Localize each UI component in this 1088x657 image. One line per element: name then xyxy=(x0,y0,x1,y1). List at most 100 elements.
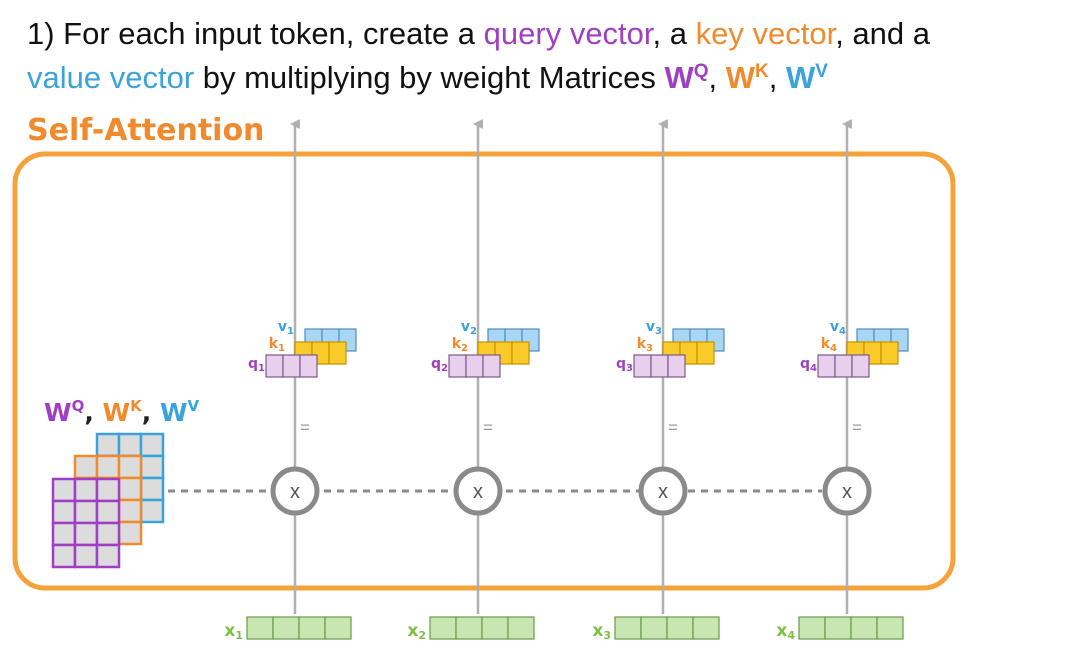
query-label-4: q4 xyxy=(800,356,817,374)
input-cell xyxy=(481,616,509,640)
input-cell xyxy=(324,616,352,640)
value-label-4: v4 xyxy=(830,319,846,337)
query-vector-3 xyxy=(633,354,686,378)
self-attention-frame xyxy=(12,151,956,591)
equals-sign: = xyxy=(483,418,493,437)
multiply-symbol: x xyxy=(473,481,483,503)
matrix-cell xyxy=(95,477,121,503)
heading-wk-sup: K xyxy=(755,61,769,82)
multiply-symbol: x xyxy=(658,481,668,503)
heading-comma2: , xyxy=(769,60,786,95)
matrix-cell xyxy=(117,520,143,546)
input-cell xyxy=(429,616,457,640)
wq-matrix xyxy=(51,477,121,569)
input-vector-2 xyxy=(429,616,535,640)
heading-value: value vector xyxy=(27,60,194,95)
input-cell xyxy=(692,616,720,640)
equals-sign: = xyxy=(668,418,678,437)
vector-cell xyxy=(650,354,669,378)
multiply-node xyxy=(453,466,503,516)
input-cell xyxy=(614,616,642,640)
query-label-2: q2 xyxy=(431,356,448,374)
matrix-cell xyxy=(117,454,143,480)
vector-cell xyxy=(299,354,318,378)
input-label-1: x1 xyxy=(224,621,243,642)
equals-sign: = xyxy=(300,418,310,437)
vector-cell xyxy=(667,354,686,378)
vector-cell xyxy=(817,354,836,378)
key-label-4: k4 xyxy=(821,336,837,354)
heading-sep1: , a xyxy=(653,16,696,51)
matrix-cell xyxy=(51,499,77,525)
heading-wq: W xyxy=(664,60,694,95)
input-cell xyxy=(272,616,300,640)
input-cell xyxy=(666,616,694,640)
vector-cell xyxy=(282,354,301,378)
wk-comma: , xyxy=(142,398,160,427)
multiply-symbol: x xyxy=(290,481,300,503)
value-label-3: v3 xyxy=(646,319,662,337)
vector-cell xyxy=(465,354,484,378)
vector-cell xyxy=(482,354,501,378)
wq-label: W xyxy=(44,398,72,427)
matrix-cell xyxy=(73,477,99,503)
input-cell xyxy=(507,616,535,640)
heading-query: query vector xyxy=(484,16,654,51)
heading-sep2: , and a xyxy=(835,16,931,51)
input-cell xyxy=(298,616,326,640)
wk-label: W xyxy=(103,398,131,427)
equals-sign: = xyxy=(852,418,862,437)
heading-wv-sup: V xyxy=(815,61,828,82)
matrix-cell xyxy=(95,521,121,547)
matrix-cell xyxy=(117,476,143,502)
matrix-cell xyxy=(73,543,99,569)
weight-matrices xyxy=(51,432,165,569)
wv-label-sup: V xyxy=(188,397,200,415)
matrix-cell xyxy=(51,477,77,503)
wk-label-sup: K xyxy=(130,397,143,415)
vector-cell xyxy=(633,354,652,378)
input-cell xyxy=(824,616,852,640)
key-label-1: k1 xyxy=(269,336,285,354)
matrix-cell xyxy=(117,432,143,458)
input-cell xyxy=(455,616,483,640)
self-attention-title: Self-Attention xyxy=(27,113,264,148)
input-cell xyxy=(640,616,668,640)
matrix-cell xyxy=(95,543,121,569)
input-label-2: x2 xyxy=(407,621,426,642)
heading-line-2: value vector by multiplying by weight Ma… xyxy=(27,60,828,95)
heading-key: key vector xyxy=(696,16,837,51)
input-label-4: x4 xyxy=(776,621,795,642)
input-cell xyxy=(876,616,904,640)
multiply-node xyxy=(638,466,688,516)
matrix-cell xyxy=(95,432,121,458)
input-cell xyxy=(246,616,274,640)
wv-label: W xyxy=(160,398,188,427)
matrix-cell xyxy=(139,498,165,524)
heading-wv: W xyxy=(786,60,816,95)
heading-wk: W xyxy=(726,60,756,95)
matrix-cell xyxy=(139,454,165,480)
query-label-3: q3 xyxy=(616,356,633,374)
wq-comma: , xyxy=(84,398,102,427)
value-label-2: v2 xyxy=(461,319,477,337)
query-vector-1 xyxy=(265,354,318,378)
multiply-symbol: x xyxy=(842,481,852,503)
query-vector-2 xyxy=(448,354,501,378)
vector-cell xyxy=(834,354,853,378)
input-cell xyxy=(798,616,826,640)
input-vector-3 xyxy=(614,616,720,640)
vector-cell xyxy=(328,341,347,365)
heading-comma1: , xyxy=(709,60,726,95)
query-vector-4 xyxy=(817,354,870,378)
query-label-1: q1 xyxy=(248,356,265,374)
multiply-node xyxy=(270,466,320,516)
matrix-cell xyxy=(139,432,165,458)
input-label-3: x3 xyxy=(592,621,611,642)
